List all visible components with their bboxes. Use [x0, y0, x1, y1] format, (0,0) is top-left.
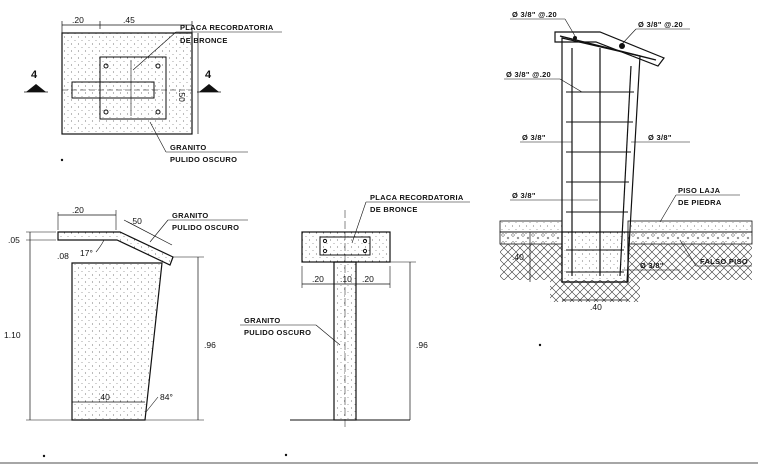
plan-label-placa-1: PLACA RECORDATORIA [180, 23, 274, 32]
stone-floor-right [627, 220, 753, 233]
rebar-bottom: Ø 3/8" [640, 261, 664, 270]
side-angle-base: 84° [160, 392, 173, 402]
plan-view: .20 .45 .50 4 4 PLACA RECORDATORIA DE BR… [24, 15, 282, 164]
plan-label-placa-2: DE BRONCE [180, 36, 228, 45]
plan-dim-left: .20 [72, 15, 84, 25]
front-label-granito-1: GRANITO [244, 316, 281, 325]
soil-bottom [550, 280, 640, 302]
front-dim-height: .96 [416, 340, 428, 350]
rebar-top-right: Ø 3/8" @.20 [638, 20, 683, 29]
plaque-outline-plan [99, 56, 167, 120]
rebar-right: Ø 3/8" [648, 133, 672, 142]
false-floor-right [627, 231, 753, 245]
front-label-granito-2: PULIDO OSCURO [244, 328, 311, 337]
label-piso-laja-1: PISO LAJA [678, 186, 721, 195]
front-dim-a: .20 [312, 274, 324, 284]
soil-right [628, 244, 752, 280]
granite-block-plan [61, 32, 193, 135]
rebar-mid-left: Ø 3/8" @.20 [506, 70, 551, 79]
pedestal-body-side [71, 262, 163, 421]
side-dim-top: .20 [72, 205, 84, 215]
front-label-placa-2: DE BRONCE [370, 205, 418, 214]
side-dim-inner: .08 [57, 251, 69, 261]
label-falso-piso: FALSO PISO [700, 257, 748, 266]
section-marker-right: 4 [205, 69, 212, 81]
section-dim-width: .40 [590, 302, 602, 312]
rebar-left: Ø 3/8" [522, 133, 546, 142]
rebar-top-left: Ø 3/8" @.20 [512, 10, 557, 19]
rebar-low-left: Ø 3/8" [512, 191, 536, 200]
reinforcement-section: .40 .40 Ø 3/8" @.20 Ø 3/8" @.20 Ø 3/8" @… [499, 10, 753, 347]
plan-label-granito-1: GRANITO [170, 143, 207, 152]
side-angle-top: 17° [80, 248, 93, 258]
false-floor-left [499, 231, 563, 245]
front-dim-b: .10 [340, 274, 352, 284]
stone-floor-left [499, 220, 563, 233]
section-dim-depth: .40 [512, 252, 524, 262]
side-dim-base: .40 [98, 392, 110, 402]
front-dim-c: .20 [362, 274, 374, 284]
soil-left [500, 244, 562, 280]
plan-dim-height: .50 [177, 90, 187, 102]
side-dim-body: .96 [204, 340, 216, 350]
section-arrow-left-icon [26, 84, 46, 92]
side-label-granito-2: PULIDO OSCURO [172, 223, 239, 232]
top-cap [554, 31, 665, 67]
front-elevation: .20 .10 .20 .96 PLACA RECORDATORIA DE BR… [240, 193, 470, 457]
post-front [333, 261, 357, 421]
side-dim-slope: .50 [130, 216, 142, 226]
plan-dim-right: .45 [123, 15, 135, 25]
label-piso-laja-2: DE PIEDRA [678, 198, 722, 207]
side-dim-small: .05 [8, 235, 20, 245]
section-marker-left: 4 [31, 69, 38, 81]
side-dim-total: 1.10 [4, 330, 21, 340]
granite-top-side [57, 231, 174, 266]
front-label-placa-1: PLACA RECORDATORIA [370, 193, 464, 202]
section-arrow-right-icon [199, 84, 219, 92]
side-label-granito-1: GRANITO [172, 211, 209, 220]
side-elevation: .20 .50 .05 .08 17° 1.10 .96 .40 84° GRA… [4, 205, 248, 458]
foundation [561, 231, 629, 283]
plan-label-granito-2: PULIDO OSCURO [170, 155, 237, 164]
